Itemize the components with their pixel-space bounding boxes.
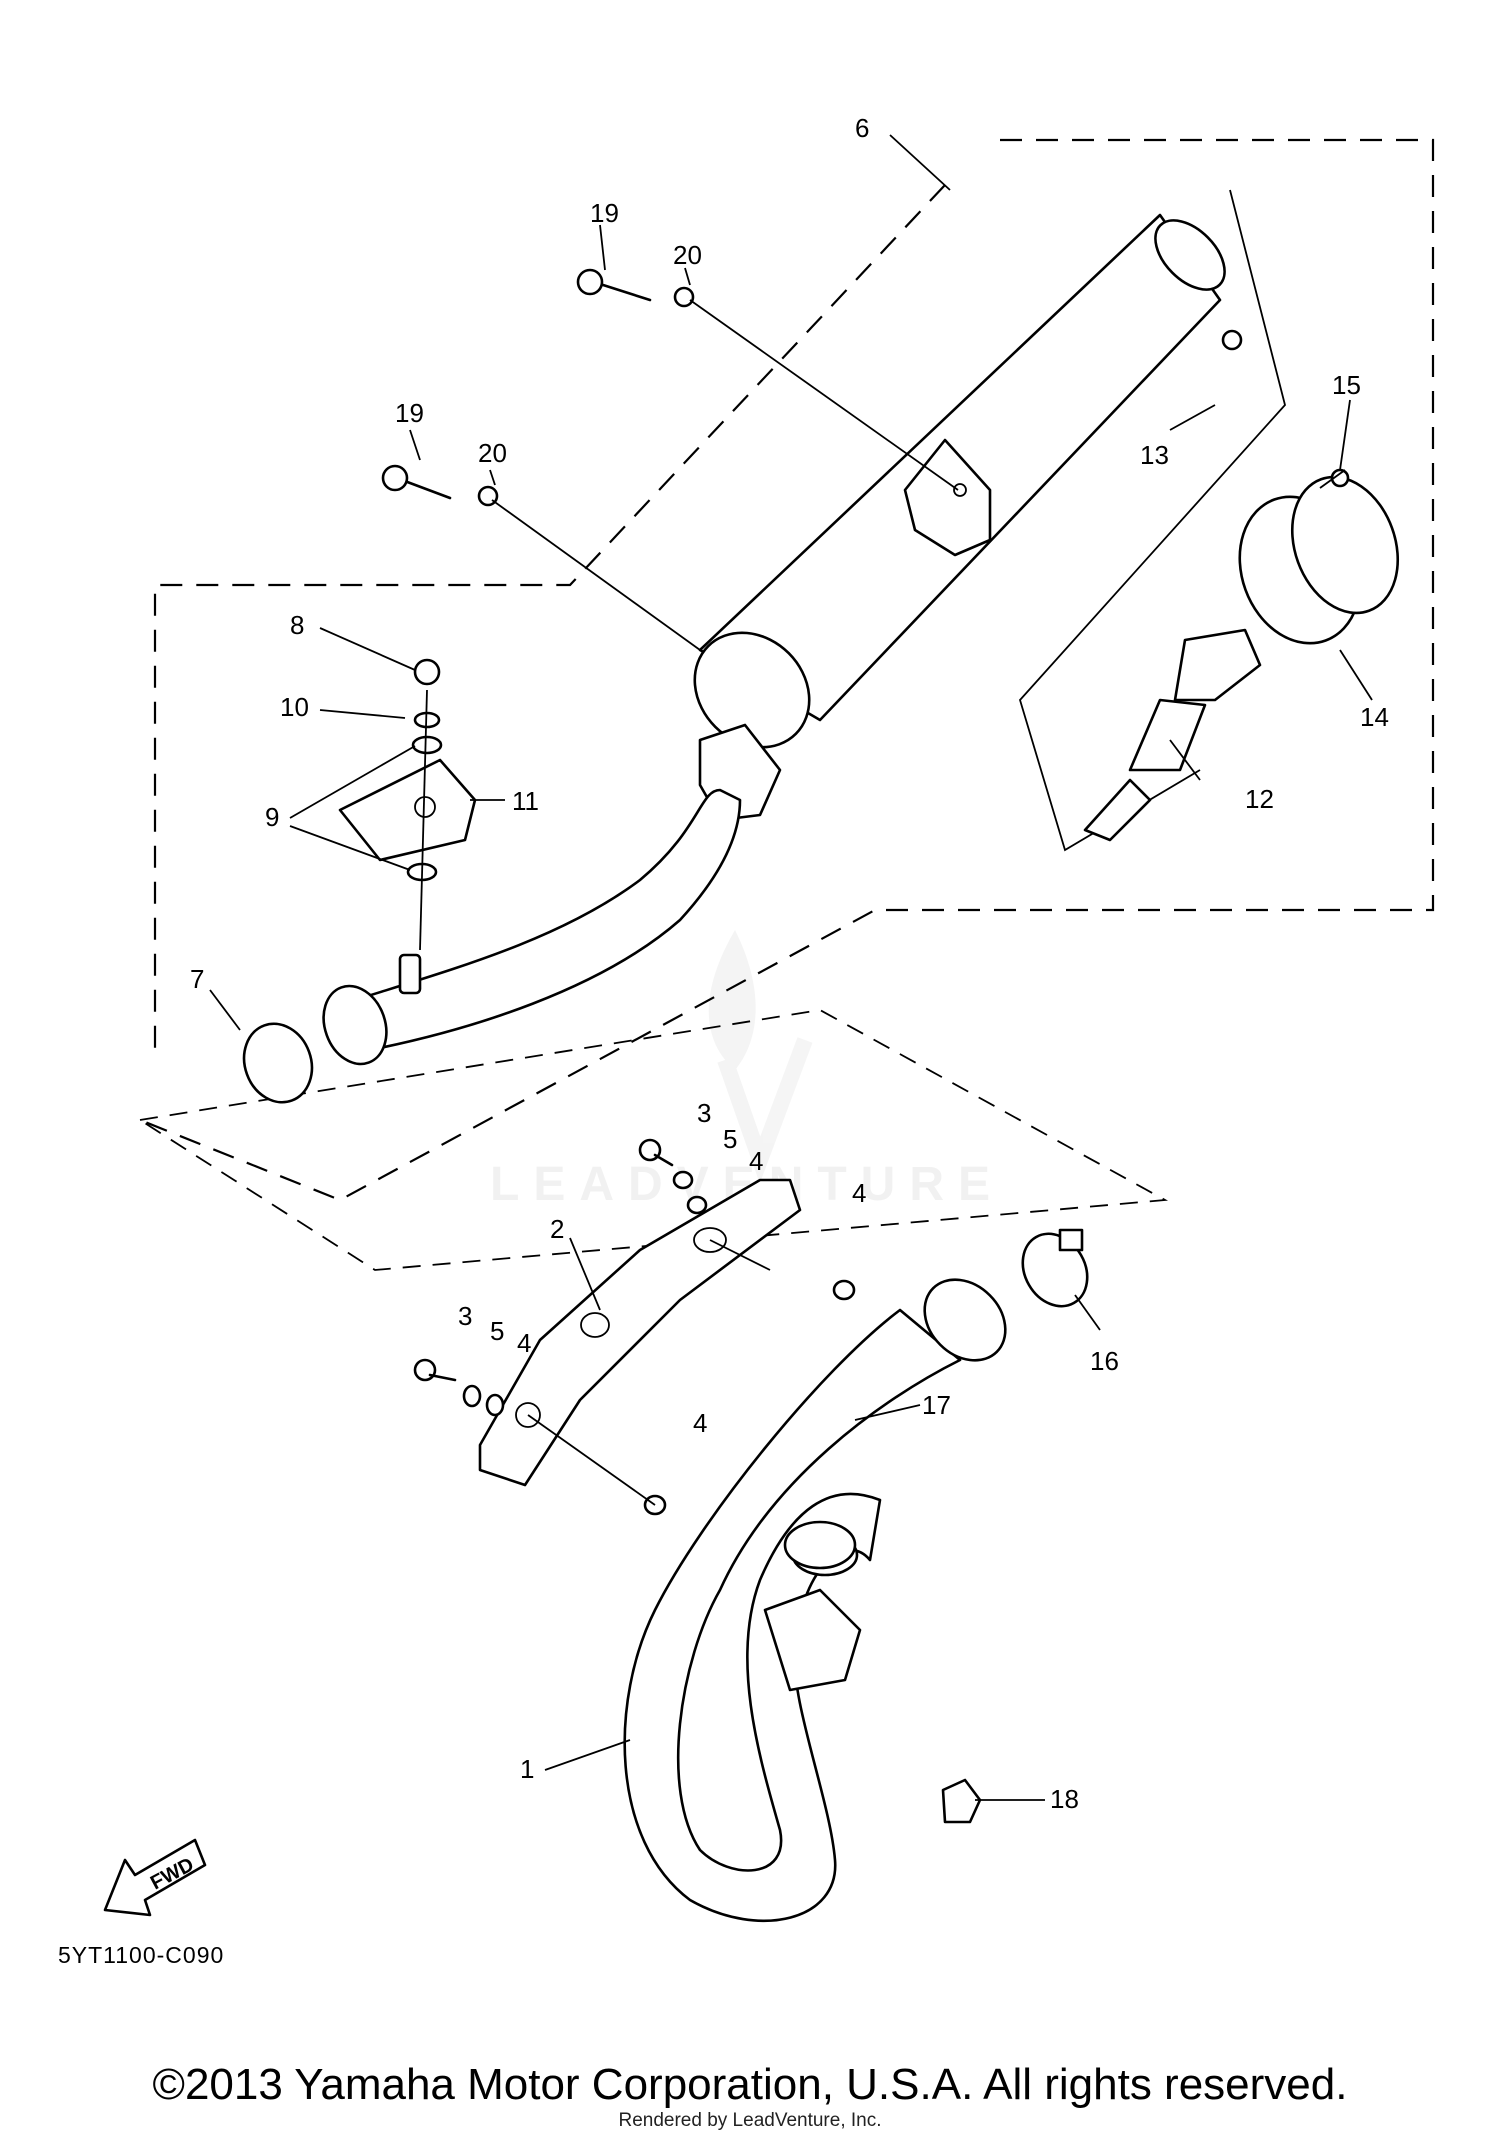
- label-6: 6: [855, 113, 869, 143]
- label-18: 18: [1050, 1784, 1079, 1814]
- label-4a: 4: [749, 1146, 763, 1176]
- label-2: 2: [550, 1214, 564, 1244]
- label-20b: 20: [478, 438, 507, 468]
- label-14: 14: [1360, 702, 1389, 732]
- label-10: 10: [280, 692, 309, 722]
- label-11: 11: [512, 786, 539, 816]
- label-19a: 19: [590, 198, 619, 228]
- label-5a: 5: [723, 1124, 737, 1154]
- clamp-and-nut: [941, 1228, 1089, 1824]
- label-5b: 5: [490, 1316, 504, 1346]
- mount-bolts: [381, 268, 959, 651]
- copyright-notice: ©2013 Yamaha Motor Corporation, U.S.A. A…: [152, 2060, 1348, 2109]
- heat-guard: [478, 1178, 802, 1487]
- label-8: 8: [290, 610, 304, 640]
- label-12: 12: [1245, 784, 1274, 814]
- mid-pipe: [242, 788, 742, 1104]
- header-pipe: [623, 1278, 1007, 1923]
- label-17: 17: [922, 1390, 951, 1420]
- label-9: 9: [265, 802, 279, 832]
- label-3a: 3: [697, 1098, 711, 1128]
- label-7: 7: [190, 964, 204, 994]
- fwd-arrow-icon: FWD: [103, 1838, 207, 1917]
- label-16: 16: [1090, 1346, 1119, 1376]
- label-15: 15: [1332, 370, 1361, 400]
- label-4b: 4: [852, 1178, 866, 1208]
- guard-fasteners: [413, 1138, 856, 1516]
- leader-lines: [209, 134, 1373, 1801]
- label-13: 13: [1140, 440, 1169, 470]
- label-20a: 20: [673, 240, 702, 270]
- rendered-by-credit: Rendered by LeadVenture, Inc.: [618, 2110, 882, 2131]
- label-4c: 4: [517, 1328, 531, 1358]
- silencer-end: [1083, 329, 1400, 842]
- label-3b: 3: [458, 1301, 472, 1331]
- muffler: [693, 213, 1226, 822]
- label-1: 1: [520, 1754, 534, 1784]
- part-labels: 6 19 20 19 20 13 15 8 10 9 11 14 12 7 3 …: [190, 113, 1389, 1814]
- diagram-code: 5YT1100-C090: [58, 1942, 224, 1968]
- label-4d: 4: [693, 1408, 707, 1438]
- label-19b: 19: [395, 398, 424, 428]
- bracket-assembly: [338, 658, 477, 951]
